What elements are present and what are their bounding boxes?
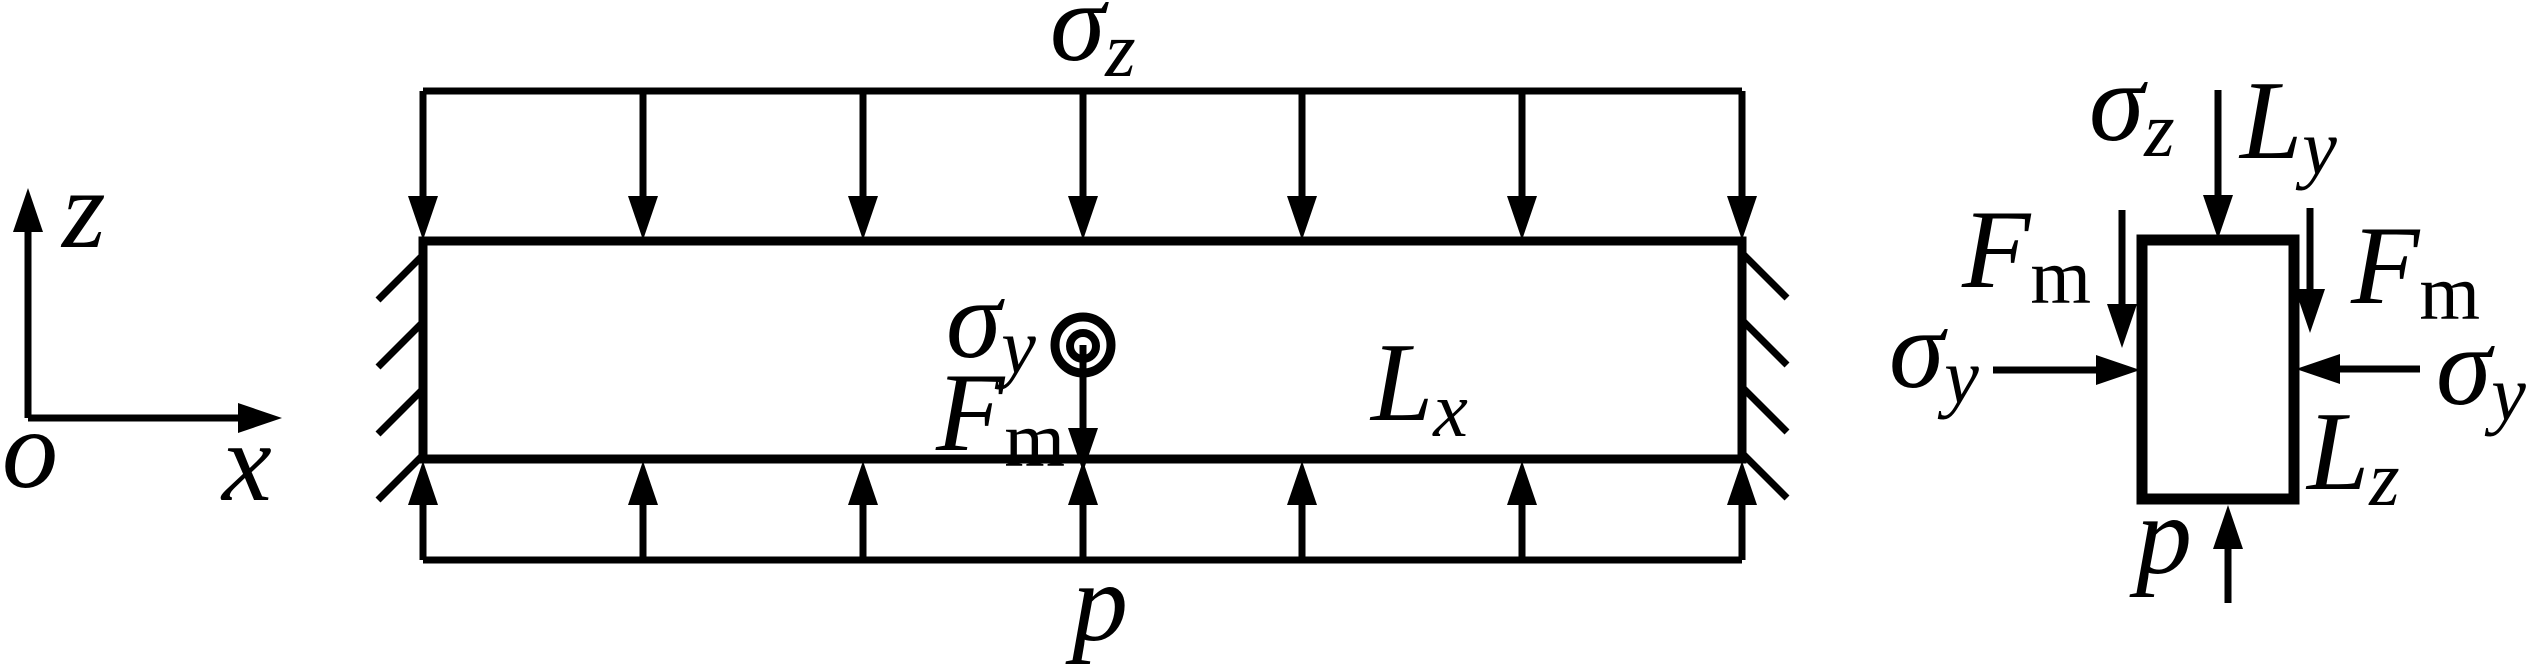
beam-figure: σz σy Fm Lx p (375, 0, 1790, 665)
sigma-z-section-label: σz (2089, 41, 2175, 173)
lz-label: Lz (2305, 390, 2400, 522)
hatch-line (375, 319, 426, 370)
cross-section-figure: σz Ly Fm Fm σy σy Lz p (1889, 41, 2526, 603)
mid-span-force (1050, 312, 1116, 472)
bottom-distributed-load (408, 461, 1757, 564)
x-axis-label: x (220, 401, 272, 525)
sigma-z-top-label: σz (1050, 0, 1136, 93)
hatch-line (1739, 450, 1790, 501)
coordinate-axes: z x o (2, 148, 282, 525)
origin-label: o (2, 388, 58, 512)
cross-section-outline (2136, 234, 2300, 505)
sigma-y-left-label: σy (1889, 288, 1979, 420)
right-support-hatching (1739, 250, 1790, 501)
sigma-y-right-label: σy (2436, 305, 2526, 437)
left-support-hatching (375, 252, 426, 503)
lx-label: Lx (1369, 321, 1468, 453)
hatch-line (1739, 317, 1790, 368)
hatch-line (375, 252, 426, 303)
hatch-line (375, 386, 426, 437)
fm-right-label: Fm (2350, 204, 2480, 336)
p-bottom-label: p (1065, 541, 1128, 665)
ly-label: Ly (2238, 59, 2337, 191)
z-axis-label: z (60, 148, 106, 272)
top-distributed-load (408, 87, 1757, 240)
hatch-line (1739, 384, 1790, 435)
p-section-label: p (2129, 474, 2192, 598)
sigma-y-mid-label: σy (946, 258, 1036, 390)
hatch-line (1739, 250, 1790, 301)
fm-mid-label: Fm (935, 351, 1065, 483)
fm-left-label: Fm (1961, 188, 2091, 320)
hatch-line (375, 452, 426, 503)
